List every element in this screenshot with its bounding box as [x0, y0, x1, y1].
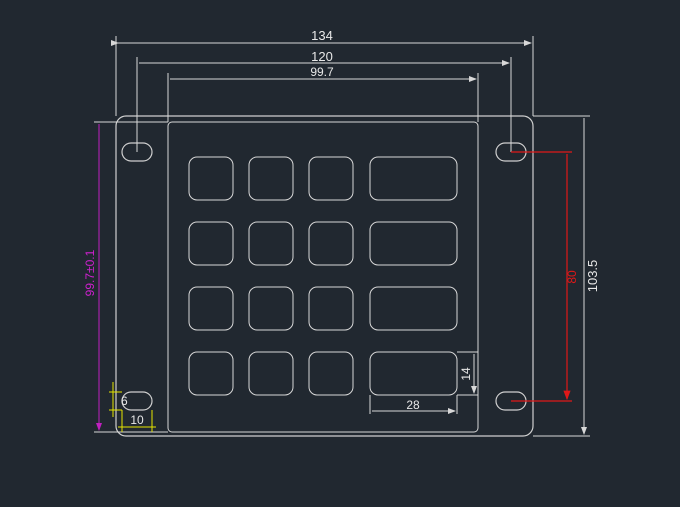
- dim-hole-spacing-y: 80: [511, 151, 579, 402]
- key: [308, 351, 354, 396]
- key: [308, 221, 354, 266]
- dim-large-key-width: 28: [369, 395, 458, 414]
- dim-slot: 6 10: [109, 382, 156, 432]
- dim-label: 80: [565, 270, 579, 284]
- key: [248, 221, 294, 266]
- inner-bezel: [167, 121, 479, 433]
- outer-plate: [115, 115, 534, 437]
- key: [308, 286, 354, 331]
- key: [248, 286, 294, 331]
- key: [308, 156, 354, 201]
- key: [248, 351, 294, 396]
- dim-label: 28: [406, 398, 420, 412]
- key: [188, 286, 234, 331]
- dim-bezel-height: 99.7±0.1: [83, 121, 168, 433]
- dim-label: 99.7: [310, 65, 334, 79]
- dim-bezel-width: 99.7: [167, 65, 479, 122]
- dim-overall-height: 103.5: [533, 115, 600, 437]
- key: [188, 351, 234, 396]
- key-wide: [369, 156, 458, 201]
- dim-overall-width: 134: [111, 28, 534, 116]
- key-wide: [369, 286, 458, 331]
- dim-label: 6: [121, 394, 128, 408]
- key: [188, 156, 234, 201]
- key-wide: [369, 351, 458, 396]
- dim-large-key-height: 14: [457, 351, 478, 396]
- dim-label: 103.5: [585, 260, 600, 293]
- dim-label: 14: [459, 367, 473, 381]
- key-wide: [369, 221, 458, 266]
- key: [188, 221, 234, 266]
- dim-hole-spacing-x: 120: [136, 49, 512, 152]
- mount-slot-bottom-left: [121, 391, 153, 411]
- key: [248, 156, 294, 201]
- dim-label: 10: [130, 413, 144, 427]
- key-grid: [188, 156, 458, 396]
- dim-label: 99.7±0.1: [83, 249, 97, 296]
- dim-label: 120: [311, 49, 333, 64]
- dim-label: 134: [311, 28, 333, 43]
